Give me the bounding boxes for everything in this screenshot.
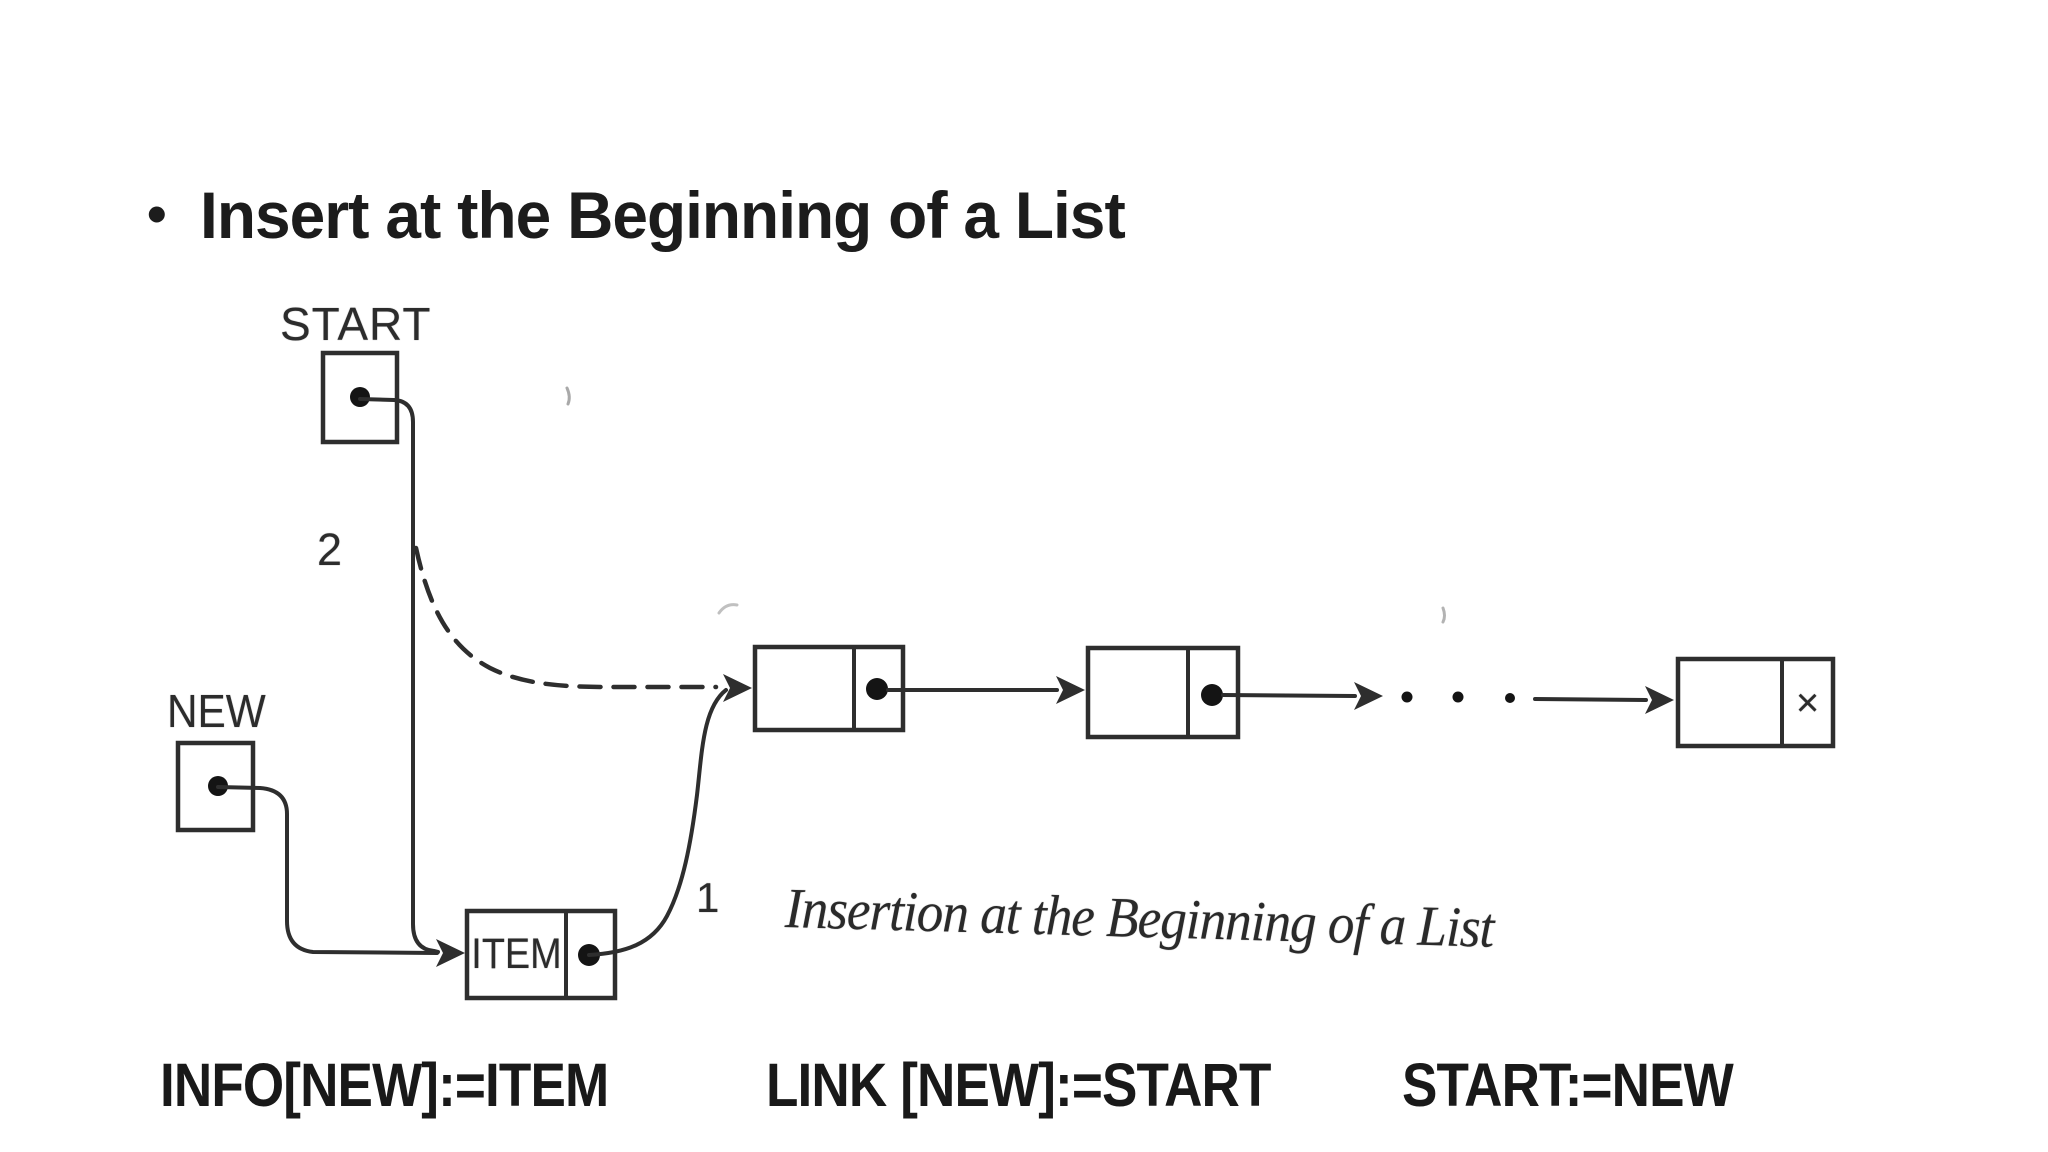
node-2-link-dot [1201, 684, 1223, 706]
step-2-label: 2 [317, 524, 343, 575]
arrowhead-into-node1 [723, 674, 752, 702]
arrow-node2-ellipsis [1221, 693, 1357, 698]
formula-link-assign: LINK [NEW]:=START [766, 1051, 1271, 1119]
start-label: START [280, 298, 432, 350]
ellipsis-dots [1401, 691, 1515, 703]
arrowhead-into-item [436, 939, 465, 967]
arrow-ellipsis-lastnode [1533, 697, 1648, 702]
item-cell-label: ITEM [471, 930, 562, 978]
scan-specks [565, 386, 1446, 624]
formula-start-assign: START:=NEW [1402, 1051, 1734, 1119]
new-label: NEW [167, 685, 266, 737]
null-marker: × [1795, 680, 1820, 725]
start-to-item-line [358, 397, 440, 954]
step-1-label: 1 [696, 874, 720, 921]
new-to-item-line [216, 785, 439, 955]
last-node-box [1675, 656, 1836, 749]
arrowhead-before-ellipsis [1354, 682, 1383, 710]
page-title: Insert at the Beginning of a List [200, 178, 1126, 252]
node-1-link-dot [866, 678, 888, 700]
bullet-icon: • [147, 182, 167, 245]
old-start-link-dashed-curve [413, 545, 719, 690]
arrowhead-into-node2 [1056, 676, 1085, 704]
item-link-curve [587, 688, 728, 957]
arrowhead-into-lastnode [1645, 686, 1674, 714]
formula-info-assign: INFO[NEW]:=ITEM [160, 1051, 609, 1119]
